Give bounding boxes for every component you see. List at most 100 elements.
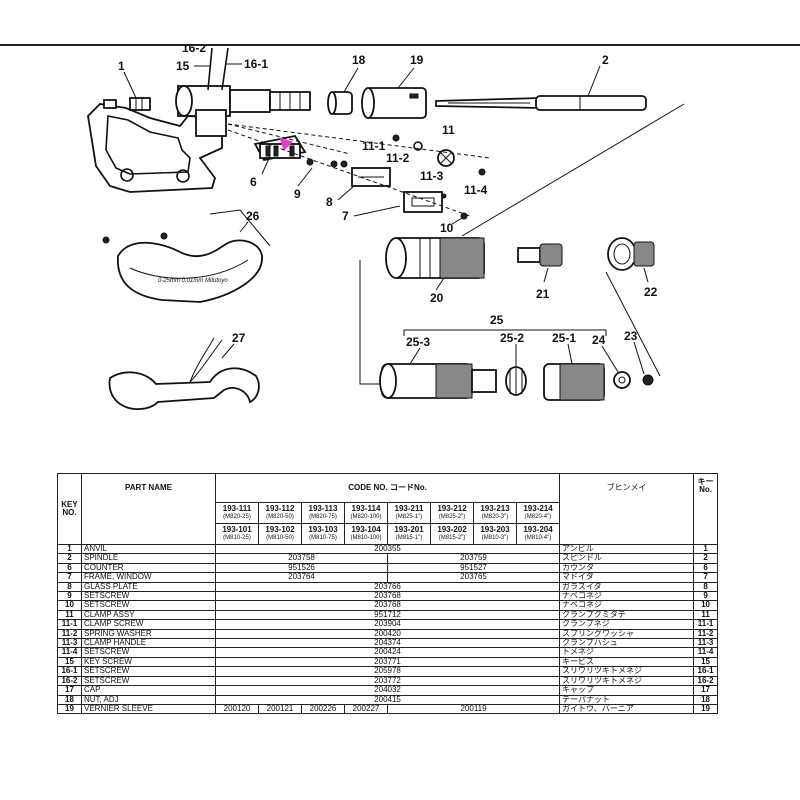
parts-list-table: KEY NO. PART NAME CODE NO. コードNo. ブヒンメイ … [57,473,719,715]
key-no-cell: 16-1 [57,666,82,677]
model-cell: 193-202(M815-2") [430,523,474,545]
part-name-cell: SPINDLE [81,553,216,564]
model-cell: 193-204(M810-4") [515,523,561,545]
key-no-cell: 9 [57,591,82,602]
model-subcode: (M825-1") [395,513,423,520]
model-subcode: (M810-25) [223,534,251,541]
clamp-assy-part [392,134,486,176]
kana-cell: トメネジ [559,647,695,658]
model-cell: 193-113(M820-75) [301,502,345,524]
model-code: 193-101 [222,525,252,535]
ki-no-cell: 19 [693,703,719,715]
code-cell: 200424 [214,647,561,658]
model-subcode: (M815-1") [395,534,423,541]
model-subcode: (M820-50) [266,513,294,520]
assembly-leader-lines [227,103,685,237]
part-name-cell: VERNIER SLEEVE [81,703,216,715]
kana-cell: カウンタ [559,562,695,574]
ki-no-cell: 11-4 [693,647,719,658]
callout-24: 24 [592,333,606,347]
callout-2: 2 [602,53,609,67]
callout-23: 23 [624,329,638,343]
code-cell: 951526 [215,562,388,574]
key-no-cell: 11-1 [57,619,82,630]
callout-15: 15 [176,59,190,73]
model-code: 193-201 [394,525,424,535]
code-cell: 200420 [214,628,561,640]
callout-25-3: 25-3 [406,335,430,349]
kana-cell: テーパナット [559,694,695,705]
code-cell: 205978 [214,666,561,677]
key-no-cell: 8 [57,581,82,593]
callout-11-4: 11-4 [464,183,488,197]
kana-cell: クランプネジ [559,619,695,630]
col-key-no: KEY NO. [57,473,82,545]
key-no-cell: 2 [57,553,82,564]
frame-barrel [175,47,311,137]
callout-21: 21 [536,287,550,301]
part-name-cell: ANVIL [81,543,216,555]
callout-labels: 1 2 6 7 8 9 10 11 11-1 11-2 11-3 11-4 15… [118,46,658,375]
code-cell: 204374 [214,638,561,649]
code-cell: 200415 [214,694,561,705]
callout-11-1: 11-1 [362,139,386,153]
part-name-cell: KEY SCREW [81,656,216,668]
adjusting-nut-part [327,91,353,115]
ki-no-cell: 16-1 [693,666,719,677]
part-name-cell: FRAME, WINDOW [81,572,216,583]
ki-no-cell: 11-2 [693,628,719,640]
kana-cell: ガイトウ、バーニア [559,703,695,715]
part-name-cell: CLAMP SCREW [81,619,216,630]
key-no-cell: 10 [57,600,82,611]
ki-no-cell: 8 [693,581,719,593]
code-cell: 203772 [214,675,561,687]
model-subcode: (M825-2") [438,513,466,520]
callout-27: 27 [232,331,246,345]
anvil-part [103,97,151,111]
callout-25-1: 25-1 [552,331,576,345]
callout-9: 9 [294,187,301,201]
col-ki-no: キー No. [693,473,719,545]
top-rule [0,44,800,46]
model-code: 193-213 [480,504,510,514]
ki-no-cell: 10 [693,600,719,611]
kana-cell: ナベコネジ [559,600,695,611]
ki-no-cell: 2 [693,553,719,564]
col-kana: ブヒンメイ [559,473,695,545]
callout-25: 25 [490,313,504,327]
ki-no-cell: 11-3 [693,638,719,649]
part-name-cell: COUNTER [81,562,216,574]
model-cell: 193-102(M810-50) [258,523,302,545]
part-name-cell: SPRING WASHER [81,628,216,640]
callout-25-2: 25-2 [500,331,524,345]
model-code: 193-214 [523,504,553,514]
cap-part-22 [607,237,655,271]
ki-no-cell: 18 [693,694,719,705]
kana-cell: キャップ [559,685,695,696]
callout-8: 8 [326,195,333,209]
model-row-1: 193-111(M820-25)193-112(M820-50)193-113(… [58,502,718,524]
code-cell: 200226 [301,703,345,715]
callout-11-2: 11-2 [386,151,410,165]
code-cell: 203771 [214,656,561,668]
model-cell: 193-214(M820-4") [515,502,561,524]
model-cell: 193-201(M815-1") [387,523,431,545]
kana-cell: スピンドル [559,553,695,564]
model-subcode: (M820-3") [481,513,509,520]
key-no-cell: 16-2 [57,675,82,687]
ratchet-assy-parts [379,363,654,401]
code-cell: 203764 [215,572,388,583]
model-cell: 193-103(M810-75) [301,523,345,545]
model-cell: 193-101(M810-25) [215,523,259,545]
model-row-2: 193-101(M810-25)193-102(M810-50)193-103(… [58,523,718,545]
